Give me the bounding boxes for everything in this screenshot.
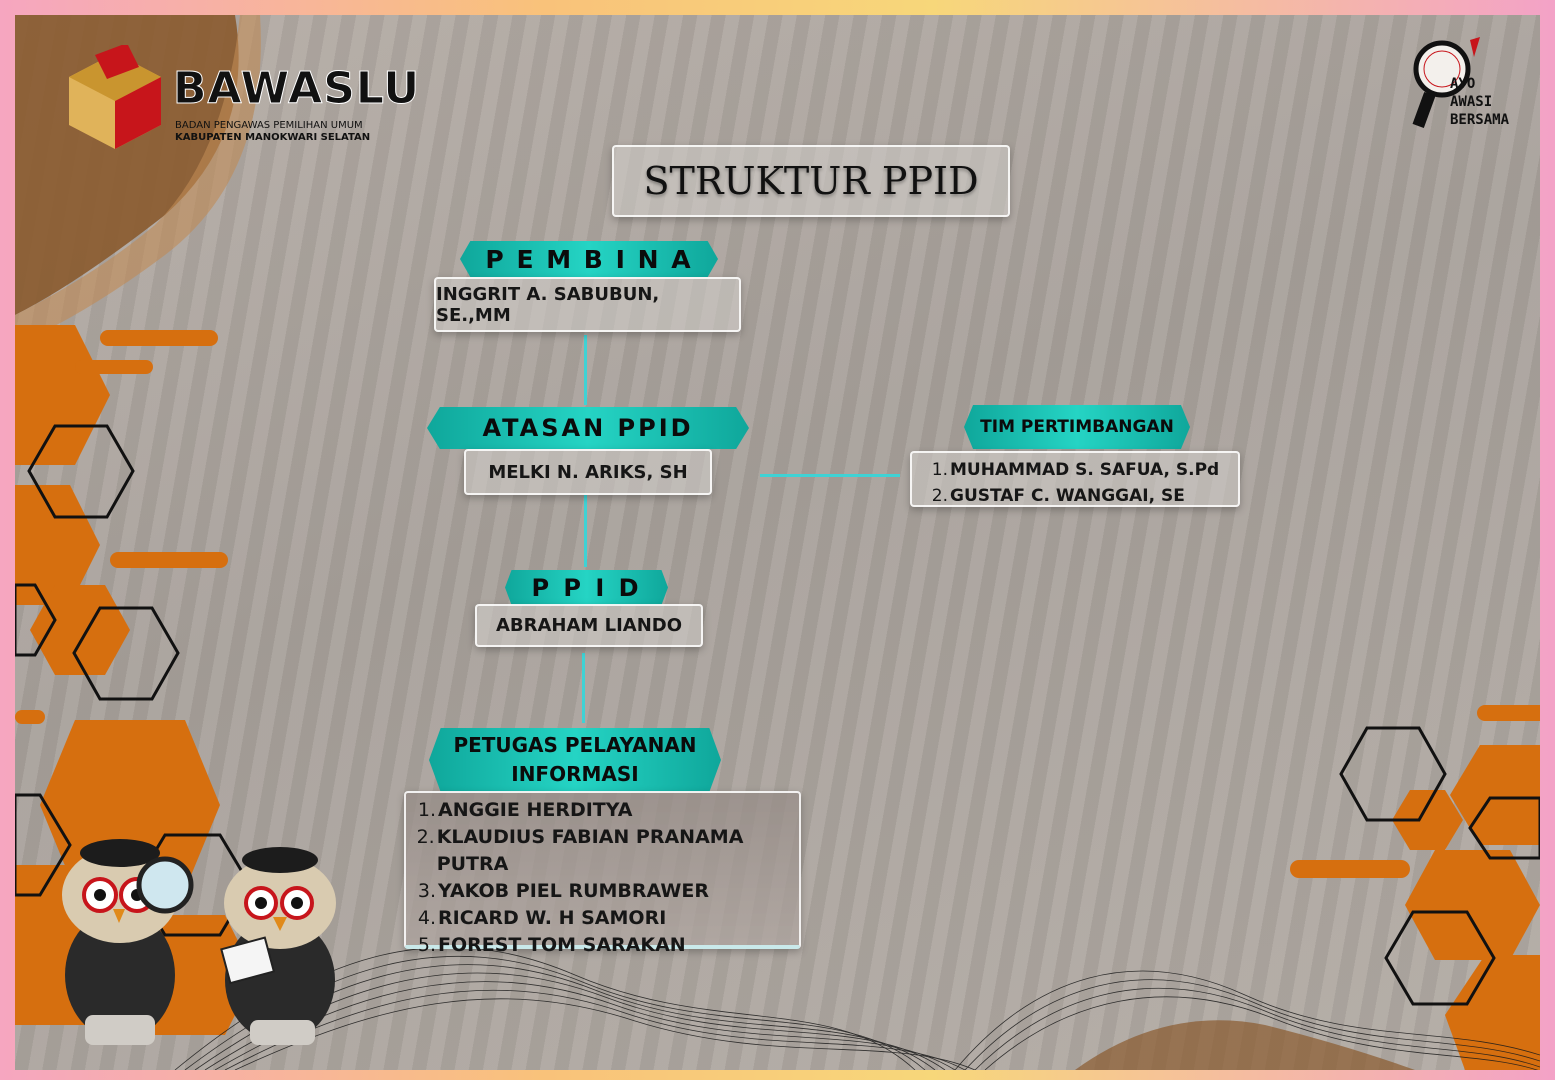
ayo-awasi-logo: AYO AWASI BERSAMA xyxy=(1410,35,1510,135)
member-name: MUHAMMAD S. SAFUA, S.Pd xyxy=(950,460,1220,480)
atasan-label: ATASAN PPID xyxy=(427,407,749,449)
list-item: 1.MUHAMMAD S. SAFUA, S.Pd xyxy=(926,457,1238,483)
member-name: YAKOB PIEL RUMBRAWER xyxy=(438,880,709,902)
list-number: 5. xyxy=(417,934,436,956)
poster-canvas: BAWASLU BADAN PENGAWAS PEMILIHAN UMUM KA… xyxy=(15,15,1540,1070)
member-name: FOREST TOM SARAKAN xyxy=(438,934,686,956)
connector-pembina-atasan xyxy=(584,335,587,405)
list-number: 1. xyxy=(931,460,948,480)
petugas-label-line1: PETUGAS PELAYANAN xyxy=(453,733,697,757)
magnifier-logo-icon xyxy=(1412,37,1480,129)
connector-atasan-tim xyxy=(760,474,900,477)
list-item: 3.YAKOB PIEL RUMBRAWER xyxy=(414,878,799,905)
owl-mascots-illustration xyxy=(62,839,336,1045)
member-name: GUSTAF C. WANGGAI, SE xyxy=(950,486,1185,506)
ayo-awasi-text: AYO AWASI BERSAMA xyxy=(1450,76,1510,128)
list-item: 4.RICARD W. H SAMORI xyxy=(414,905,799,932)
list-number: 2. xyxy=(416,826,435,848)
list-item: 2.GUSTAF C. WANGGAI, SE xyxy=(926,483,1238,509)
list-number: 4. xyxy=(417,907,436,929)
ppid-label: P P I D xyxy=(505,570,668,605)
list-item: 1.ANGGIE HERDITYA xyxy=(414,797,799,824)
ppid-name: ABRAHAM LIANDO xyxy=(475,604,703,647)
petugas-member-list: 1.ANGGIE HERDITYA 2.KLAUDIUS FABIAN PRAN… xyxy=(414,797,799,959)
bawaslu-emblem-icon xyxy=(69,45,161,149)
pembina-label: P E M B I N A xyxy=(460,241,718,277)
connector-ppid-petugas xyxy=(582,653,585,723)
member-name: KLAUDIUS FABIAN PRANAMA PUTRA xyxy=(436,826,744,875)
list-item: 5.FOREST TOM SARAKAN xyxy=(414,932,799,959)
member-name: ANGGIE HERDITYA xyxy=(438,799,633,821)
atasan-name: MELKI N. ARIKS, SH xyxy=(464,449,712,495)
brand-name: BAWASLU xyxy=(172,63,421,115)
list-number: 3. xyxy=(417,880,436,902)
brand-subtitle-1: BADAN PENGAWAS PEMILIHAN UMUM xyxy=(175,120,363,131)
pembina-name: INGGRIT A. SABUBUN, SE.,MM xyxy=(434,277,741,332)
list-item: 2.KLAUDIUS FABIAN PRANAMA PUTRA xyxy=(414,824,799,878)
list-number: 2. xyxy=(931,486,948,506)
petugas-label-line2: INFORMASI xyxy=(511,762,639,786)
page-title: STRUKTUR PPID xyxy=(612,145,1010,217)
member-name: RICARD W. H SAMORI xyxy=(438,907,667,929)
list-number: 1. xyxy=(417,799,436,821)
connector-atasan-ppid xyxy=(584,495,587,567)
petugas-list-box: 1.ANGGIE HERDITYA 2.KLAUDIUS FABIAN PRAN… xyxy=(404,791,801,956)
tim-member-list: 1.MUHAMMAD S. SAFUA, S.Pd 2.GUSTAF C. WA… xyxy=(926,457,1238,509)
bawaslu-logo: BAWASLU BADAN PENGAWAS PEMILIHAN UMUM KA… xyxy=(65,45,425,155)
petugas-label: PETUGAS PELAYANAN INFORMASI xyxy=(429,728,721,792)
tim-label: TIM PERTIMBANGAN xyxy=(964,405,1190,449)
brand-subtitle-2: KABUPATEN MANOKWARI SELATAN xyxy=(175,132,371,143)
tim-list-box: 1.MUHAMMAD S. SAFUA, S.Pd 2.GUSTAF C. WA… xyxy=(910,451,1240,507)
